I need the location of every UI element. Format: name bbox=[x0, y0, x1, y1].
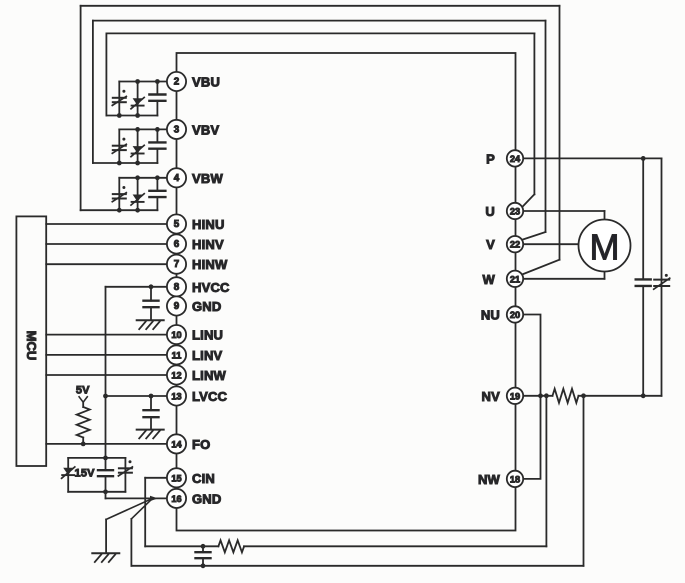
svg-text:LINW: LINW bbox=[192, 368, 227, 383]
svg-text:GND: GND bbox=[192, 299, 222, 314]
svg-text:MCU: MCU bbox=[24, 331, 39, 361]
svg-text:HVCC: HVCC bbox=[192, 280, 230, 295]
svg-text:M: M bbox=[590, 227, 620, 268]
svg-text:6: 6 bbox=[174, 239, 180, 250]
svg-text:HINU: HINU bbox=[192, 217, 225, 232]
svg-text:22: 22 bbox=[510, 240, 520, 250]
svg-text:9: 9 bbox=[174, 301, 180, 312]
svg-text:VBV: VBV bbox=[192, 122, 219, 137]
svg-text:CIN: CIN bbox=[192, 471, 215, 486]
svg-text:13: 13 bbox=[171, 392, 181, 402]
svg-text:LINV: LINV bbox=[192, 348, 223, 363]
svg-text:VBW: VBW bbox=[192, 171, 223, 186]
svg-text:19: 19 bbox=[510, 391, 520, 401]
svg-text:23: 23 bbox=[510, 207, 520, 217]
svg-text:4: 4 bbox=[174, 173, 180, 184]
svg-text:GND: GND bbox=[192, 491, 222, 506]
svg-text:11: 11 bbox=[172, 350, 182, 360]
svg-text:VBU: VBU bbox=[192, 75, 220, 90]
svg-text:V: V bbox=[486, 237, 495, 252]
svg-text:24: 24 bbox=[510, 154, 521, 164]
svg-text:P: P bbox=[486, 151, 495, 166]
svg-text:LINU: LINU bbox=[192, 328, 223, 343]
svg-text:5V: 5V bbox=[76, 385, 90, 397]
svg-text:21: 21 bbox=[510, 274, 520, 284]
svg-text:16: 16 bbox=[171, 494, 181, 504]
svg-text:10: 10 bbox=[171, 330, 181, 340]
svg-text:NW: NW bbox=[478, 472, 501, 487]
svg-text:18: 18 bbox=[510, 474, 520, 484]
svg-text:12: 12 bbox=[171, 371, 181, 381]
svg-text:HINV: HINV bbox=[192, 237, 224, 252]
svg-text:2: 2 bbox=[174, 77, 180, 88]
svg-text:U: U bbox=[485, 204, 495, 219]
svg-text:14: 14 bbox=[171, 439, 182, 449]
svg-text:W: W bbox=[483, 272, 496, 287]
svg-text:5: 5 bbox=[174, 219, 180, 230]
svg-text:NV: NV bbox=[482, 389, 501, 404]
svg-text:HINW: HINW bbox=[192, 257, 228, 272]
svg-text:FO: FO bbox=[192, 437, 210, 452]
svg-text:3: 3 bbox=[174, 124, 180, 135]
svg-text:LVCC: LVCC bbox=[192, 389, 228, 404]
svg-text:7: 7 bbox=[174, 259, 180, 270]
svg-text:NU: NU bbox=[481, 308, 500, 323]
svg-text:15V: 15V bbox=[75, 468, 96, 480]
svg-text:15: 15 bbox=[171, 473, 181, 483]
svg-text:20: 20 bbox=[510, 310, 520, 320]
svg-text:8: 8 bbox=[174, 282, 180, 293]
